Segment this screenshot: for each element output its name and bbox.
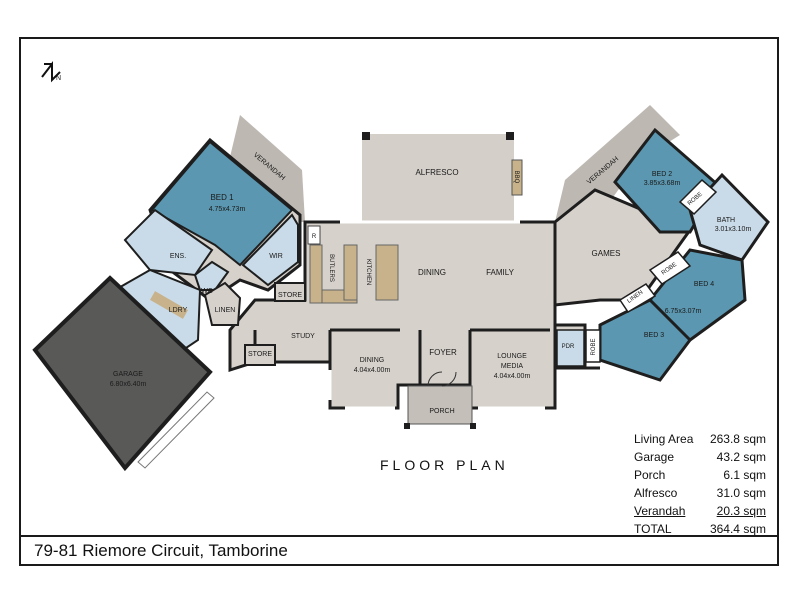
bbq-bench bbox=[511, 159, 523, 196]
label-store1: STORE bbox=[248, 351, 272, 358]
linen-left-room bbox=[203, 281, 242, 326]
label-lounge-size: 4.04x4.00m bbox=[494, 373, 531, 380]
label-bed4-name: BED 4 bbox=[694, 281, 714, 288]
label-dining-name: DINING bbox=[360, 357, 385, 364]
area-row-verandah: Verandah 20.3 sqm bbox=[634, 502, 766, 520]
label-bed2-name: BED 2 bbox=[652, 171, 672, 178]
property-address: 79-81 Riemore Circuit, Tamborine bbox=[34, 541, 288, 560]
label-wc: WC bbox=[201, 288, 213, 295]
area-schedule: Living Area 263.8 sqm Garage 43.2 sqm Po… bbox=[634, 430, 766, 538]
label-dining-size: 4.04x4.00m bbox=[354, 367, 391, 374]
pdr-room bbox=[556, 329, 585, 367]
label-family: FAMILY bbox=[486, 268, 515, 277]
area-row-porch: Porch 6.1 sqm bbox=[634, 466, 766, 484]
area-label: Living Area bbox=[634, 432, 694, 446]
label-pdr: PDR bbox=[562, 344, 575, 350]
wir-room bbox=[241, 213, 299, 287]
area-row-garage: Garage 43.2 sqm bbox=[634, 448, 766, 466]
label-garage-name: GARAGE bbox=[113, 371, 143, 378]
area-value: 6.1 sqm bbox=[723, 468, 766, 482]
label-bath-size: 3.01x3.10m bbox=[715, 226, 752, 233]
label-bed1-name: BED 1 bbox=[210, 193, 234, 202]
porch-area bbox=[407, 385, 473, 425]
store1-room bbox=[244, 344, 276, 366]
compass-label: N bbox=[56, 75, 61, 82]
label-study: STUDY bbox=[291, 333, 315, 340]
label-bed1-size: 4.75x4.73m bbox=[209, 206, 246, 213]
label-r: R bbox=[312, 234, 317, 240]
label-lounge-name: LOUNGE bbox=[497, 353, 527, 360]
area-value: 31.0 sqm bbox=[716, 486, 766, 500]
label-bed4-size: 6.75x3.07m bbox=[665, 308, 702, 315]
label-bath-name: BATH bbox=[717, 217, 735, 224]
area-label: Alfresco bbox=[634, 486, 678, 500]
label-linen-left: LINEN bbox=[215, 307, 236, 314]
linen-right bbox=[618, 283, 657, 314]
area-value: 263.8 sqm bbox=[709, 432, 766, 446]
label-butlers: BUTLERS bbox=[328, 254, 334, 282]
area-label: Garage bbox=[634, 450, 675, 464]
label-bed2-size: 3.85x3.68m bbox=[644, 180, 681, 187]
plan-title: FLOOR PLAN bbox=[380, 457, 509, 473]
label-store2: STORE bbox=[278, 292, 302, 299]
verandah-right-area bbox=[555, 105, 680, 222]
label-garage-size: 6.80x6.40m bbox=[110, 381, 147, 388]
bed1-room bbox=[150, 140, 294, 267]
label-porch: PORCH bbox=[429, 408, 454, 415]
label-bed3-name: BED 3 bbox=[644, 332, 664, 339]
area-value: 364.4 sqm bbox=[709, 522, 766, 536]
label-lounge-media: MEDIA bbox=[501, 363, 524, 370]
area-row-alfresco: Alfresco 31.0 sqm bbox=[634, 484, 766, 502]
area-row-total: TOTAL 364.4 sqm bbox=[634, 520, 766, 538]
label-wir: WIR bbox=[269, 253, 283, 260]
area-label: Porch bbox=[634, 468, 666, 482]
ensuite-room bbox=[123, 208, 214, 277]
area-value: 20.3 sqm bbox=[716, 504, 766, 518]
label-dining-open: DINING bbox=[418, 268, 446, 277]
robe-bed4 bbox=[648, 251, 692, 285]
label-foyer: FOYER bbox=[429, 348, 457, 357]
drawing-frame bbox=[19, 37, 779, 566]
garage-room bbox=[32, 275, 213, 472]
alfresco-area bbox=[362, 134, 514, 222]
robe-bed2 bbox=[678, 178, 718, 216]
area-value: 43.2 sqm bbox=[716, 450, 766, 464]
label-kitchen: KITCHEN bbox=[365, 259, 371, 285]
label-ldry: LDRY bbox=[169, 307, 188, 314]
label-robe-pdr: ROBE bbox=[591, 338, 597, 355]
north-arrow-icon bbox=[41, 61, 61, 83]
store2-room bbox=[274, 282, 306, 302]
title-divider bbox=[19, 535, 779, 537]
label-ens: ENS. bbox=[170, 253, 186, 260]
label-games: GAMES bbox=[592, 249, 621, 258]
area-row-living: Living Area 263.8 sqm bbox=[634, 430, 766, 448]
wc-room bbox=[193, 260, 230, 291]
label-bbq: BBQ bbox=[513, 171, 519, 184]
label-alfresco: ALFRESCO bbox=[415, 168, 458, 177]
area-label: TOTAL bbox=[634, 522, 672, 536]
area-label: Verandah bbox=[634, 504, 686, 518]
robe-pdr-room bbox=[585, 329, 601, 363]
